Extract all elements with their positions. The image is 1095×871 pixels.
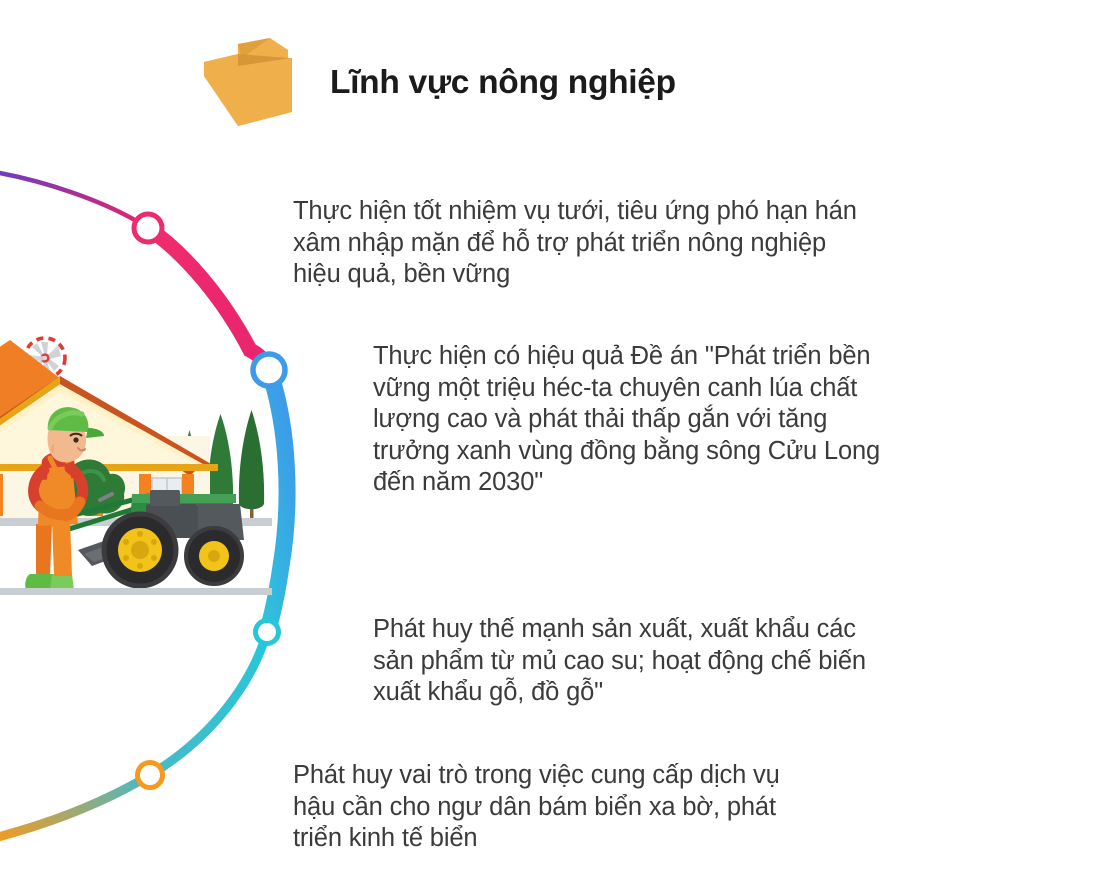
- ground-shadow: [0, 588, 272, 595]
- arc-segment-purple: [0, 170, 151, 231]
- folded-banner-icon: [204, 37, 292, 126]
- page-title: Lĩnh vực nông nghiệp: [330, 63, 676, 101]
- farmer-icon: [25, 407, 104, 590]
- farm-scene-illustration: [0, 318, 272, 630]
- two-wheel-tractor-icon: [58, 490, 244, 589]
- timeline-text-block-4: Phát huy vai trò trong việc cung cấp dịc…: [293, 761, 780, 852]
- timeline-text-block-2: Thực hiện có hiệu quả Đề án "Phát triển …: [373, 342, 881, 496]
- header: Lĩnh vực nông nghiệp: [196, 28, 956, 138]
- timeline-node-4[interactable]: [135, 760, 165, 790]
- timeline-text-block-1: Thực hiện tốt nhiệm vụ tưới, tiêu ứng ph…: [293, 197, 857, 288]
- arc-segment-cyan-orange: [0, 627, 272, 842]
- timeline-text-block-3: Phát huy thế mạnh sản xuất, xuất khẩu cá…: [373, 615, 866, 706]
- timeline-node-1[interactable]: [131, 211, 165, 245]
